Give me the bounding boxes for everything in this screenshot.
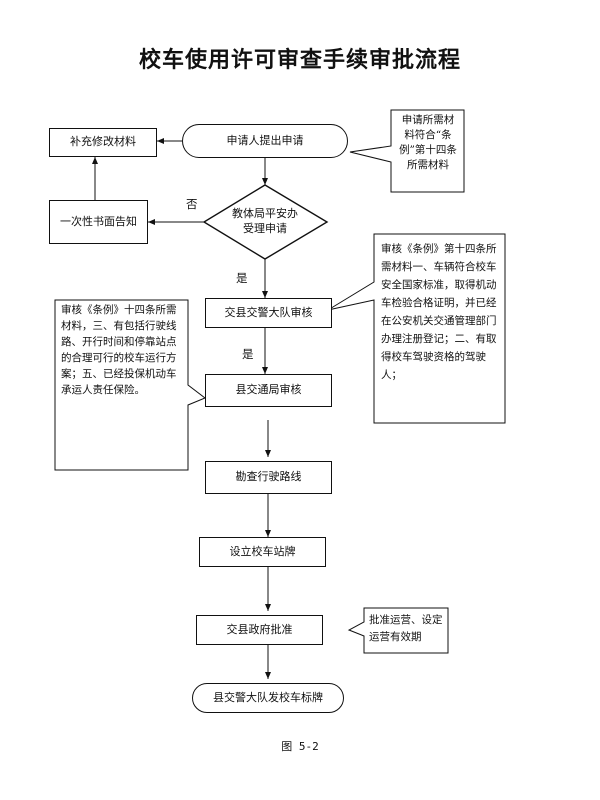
materials-note: 申请所需材料符合“条例”第十四条所需材料	[399, 114, 457, 171]
decision-label: 教体局平安办受理申请	[232, 207, 298, 236]
decision-diamond	[202, 184, 329, 260]
supplement-label: 补充修改材料	[70, 135, 136, 149]
police-review-note: 审核《条例》第十四条所需材料一、车辆符合校车安全国家标准，取得机动车检验合格证明…	[381, 243, 497, 382]
stops-label: 设立校车站牌	[229, 544, 296, 558]
transport-label: 县交通局审核	[235, 383, 302, 397]
survey-box: 勘查行驶路线	[205, 461, 332, 494]
approval-note: 批准运营、设定运营有效期	[369, 614, 443, 643]
yes-label-2: 是	[242, 347, 254, 361]
survey-label: 勘查行驶路线	[235, 470, 302, 484]
transport-box: 县交通局审核	[205, 374, 332, 407]
no-label: 否	[186, 197, 198, 211]
notify-box: 一次性书面告知	[49, 200, 148, 244]
callout-approval	[347, 607, 449, 654]
page-title: 校车使用许可审查手续审批流程	[138, 48, 461, 73]
applicant-label: 申请人提出申请	[226, 133, 304, 147]
callout-transport-review	[54, 299, 206, 471]
figure-caption: 图 5-2	[281, 740, 319, 753]
supplement-box: 补充修改材料	[49, 128, 157, 157]
callout-police-review	[327, 233, 506, 424]
transport-review-note: 审核《条例》十四条所需材料，三、有包括行驶线路、开行时间和停靠站点的合理可行的校…	[61, 304, 177, 396]
applicant-box: 申请人提出申请	[182, 124, 348, 158]
traffic-police-box: 交县交警大队审核	[205, 298, 332, 328]
stops-box: 设立校车站牌	[199, 537, 326, 567]
issue-label: 县交警大队发校车标牌	[213, 690, 323, 704]
government-label: 交县政府批准	[226, 622, 293, 636]
traffic-police-label: 交县交警大队审核	[224, 305, 313, 319]
notify-label: 一次性书面告知	[60, 214, 137, 228]
callout-materials	[349, 109, 465, 193]
government-box: 交县政府批准	[196, 615, 323, 645]
issue-box: 县交警大队发校车标牌	[192, 683, 344, 713]
yes-label-1: 是	[236, 271, 248, 285]
